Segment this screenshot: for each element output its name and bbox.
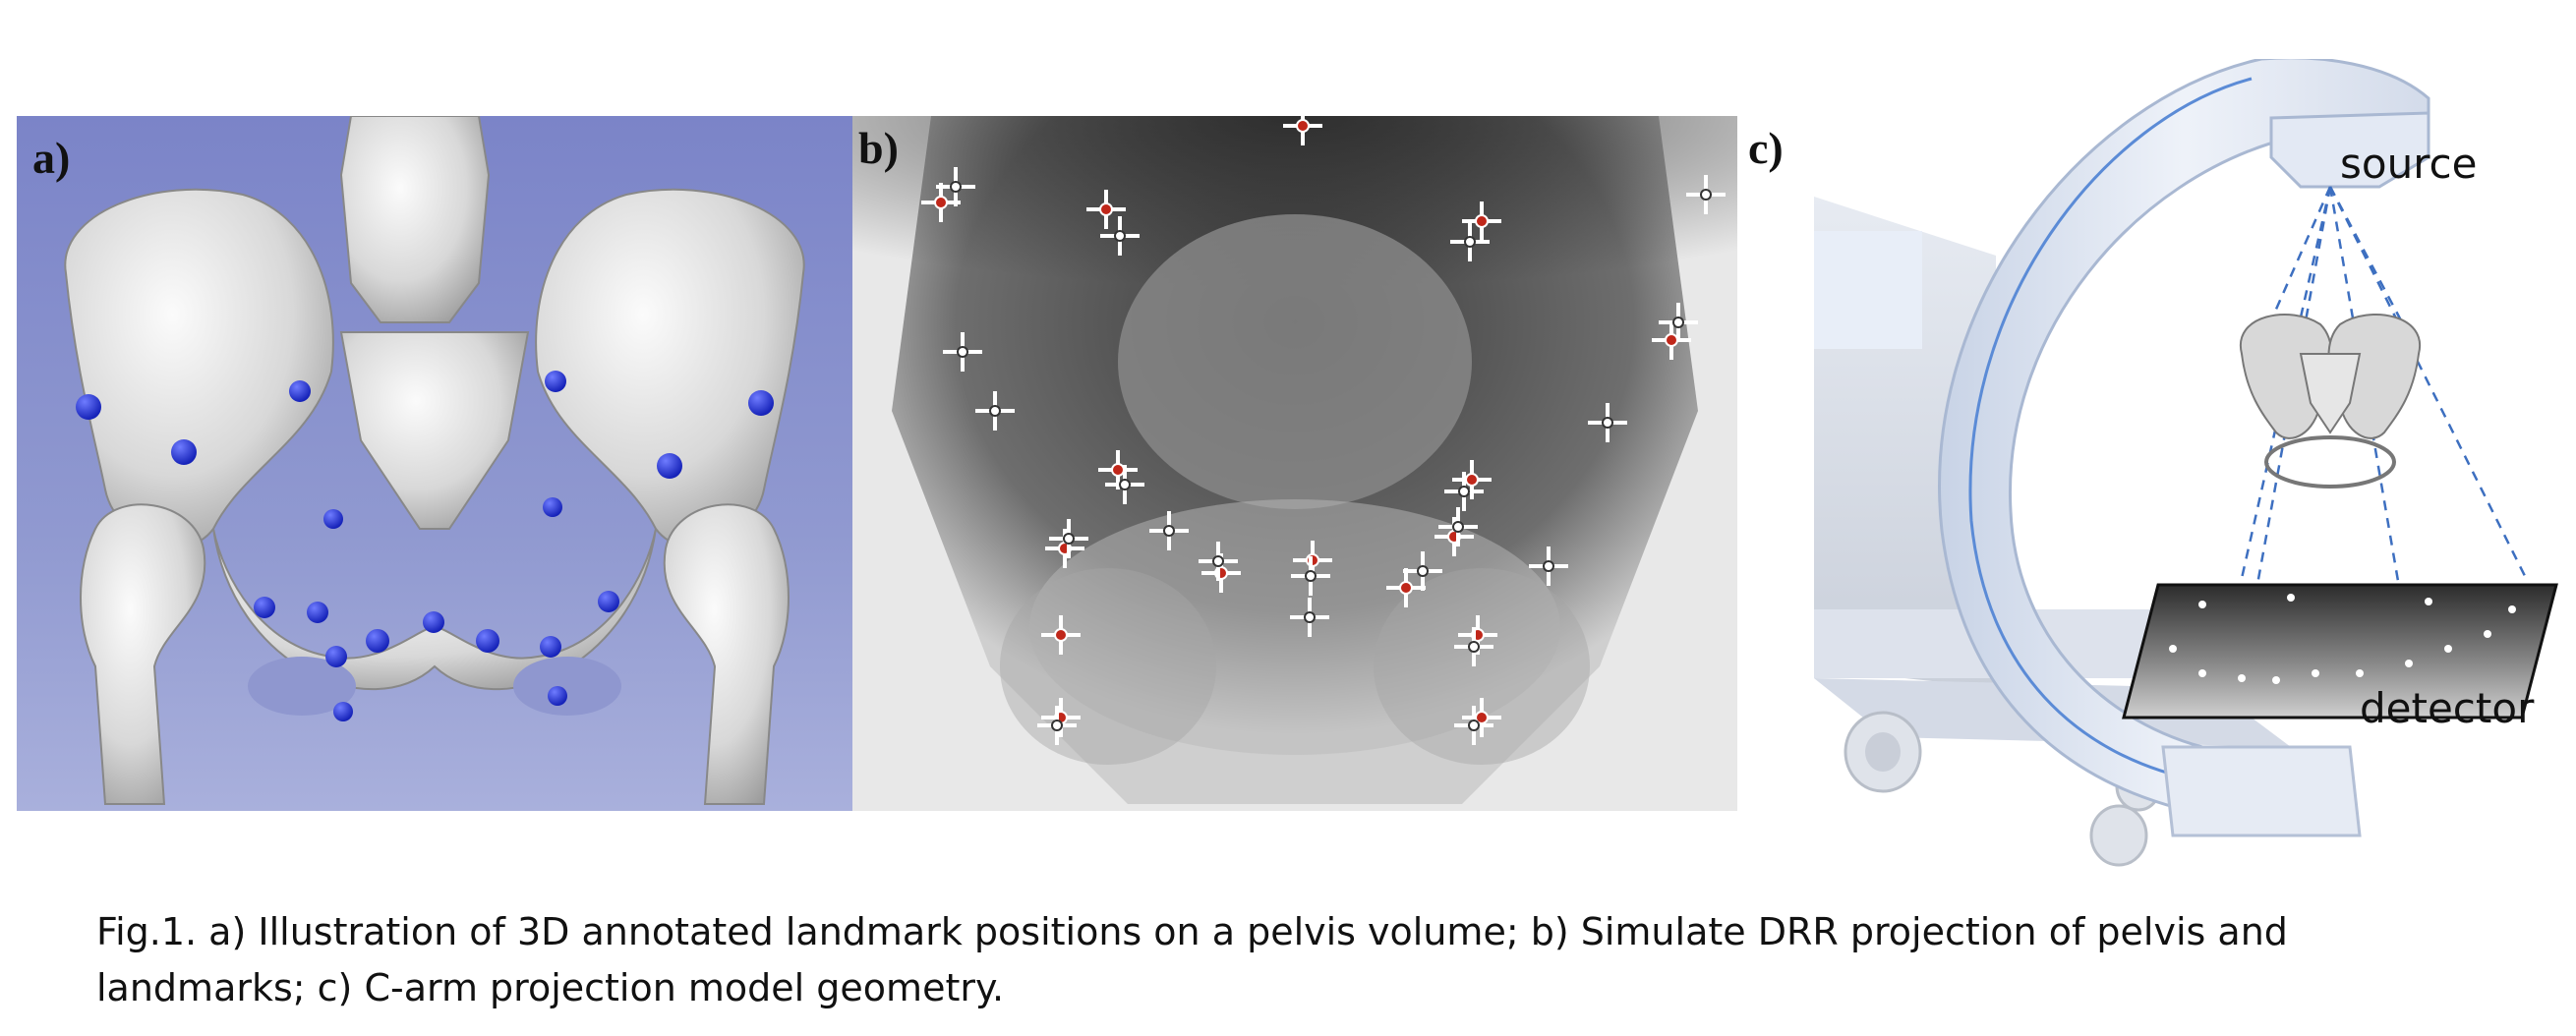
pelvis-thumbnail	[2239, 314, 2422, 489]
landmark-spheres	[76, 371, 774, 721]
caption-line-2: landmarks; c) C-arm projection model geo…	[96, 966, 1005, 1009]
drr-image	[852, 116, 1737, 811]
panel-c-label: c)	[1748, 123, 1784, 173]
panel-a-label: a)	[32, 133, 71, 183]
landmark-crosshairs	[921, 116, 1726, 745]
panel-b-label: b)	[858, 123, 899, 173]
panel-c-carm-geometry: c) source detector	[1740, 59, 2576, 885]
figure-caption: Fig.1. a) Illustration of 3D annotated l…	[96, 904, 2505, 1016]
source-label: source	[2340, 140, 2478, 188]
pelvis-3d-illustration	[64, 116, 805, 805]
panel-a-3d-pelvis-render: a)	[17, 116, 852, 811]
detector-plane	[2122, 583, 2558, 719]
panel-b-drr-projection: b)	[852, 116, 1737, 811]
detector-label: detector	[2360, 684, 2535, 732]
caption-line-1: Fig.1. a) Illustration of 3D annotated l…	[96, 910, 2288, 953]
carm-illustration	[1814, 59, 2558, 867]
